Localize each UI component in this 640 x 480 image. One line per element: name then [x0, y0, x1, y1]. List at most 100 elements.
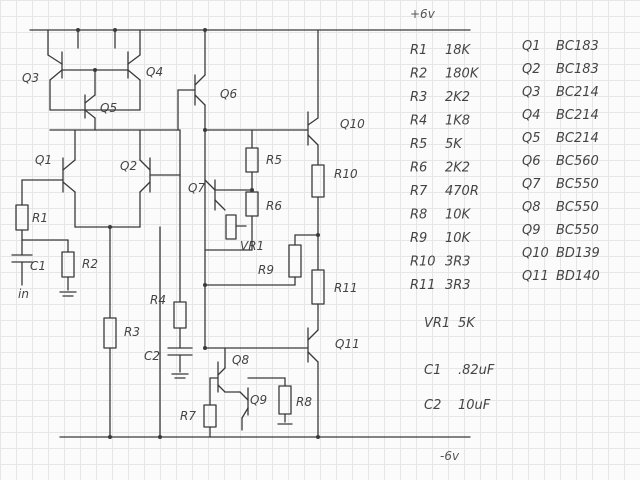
positive-rail-label: +6v — [410, 7, 436, 21]
part-r6-value: 2K2 — [445, 161, 470, 176]
label-r6: R6 — [266, 199, 282, 213]
label-r1: R1 — [32, 211, 48, 225]
part-r5-ref: R5 — [410, 137, 427, 152]
resistor-r11 — [311, 269, 325, 305]
label-q4: Q4 — [146, 65, 163, 79]
part-vr1-value: 5K — [458, 316, 476, 331]
transistor-q10 — [307, 111, 319, 146]
label-input: in — [18, 287, 29, 301]
part-r11-value: 3R3 — [445, 278, 471, 293]
label-r4: R4 — [150, 293, 166, 307]
part-r9-ref: R9 — [410, 231, 427, 246]
resistor-r4 — [173, 301, 187, 329]
resistor-r2 — [61, 251, 75, 278]
negative-rail-label: -6v — [440, 449, 460, 463]
label-c1: C1 — [30, 259, 46, 273]
label-q10: Q10 — [340, 117, 365, 131]
part-c2-ref: C2 — [424, 398, 441, 413]
part-r3-value: 2K2 — [445, 90, 470, 105]
part-q1-ref: Q1 — [522, 39, 541, 54]
label-q1: Q1 — [35, 153, 52, 167]
part-q7-ref: Q7 — [522, 177, 541, 192]
part-q5-ref: Q5 — [522, 131, 541, 146]
part-c1-ref: C1 — [424, 363, 441, 378]
part-q8-value: BC550 — [556, 200, 599, 215]
part-q1-value: BC183 — [556, 39, 599, 54]
part-c1-value: .82uF — [458, 363, 495, 378]
label-q9: Q9 — [250, 393, 267, 407]
part-r9-value: 10K — [445, 231, 472, 246]
part-q5-value: BC214 — [556, 131, 599, 146]
transistor-q2 — [139, 129, 151, 228]
part-r11-ref: R11 — [410, 278, 436, 293]
label-q8: Q8 — [232, 353, 249, 367]
label-r3: R3 — [124, 325, 140, 339]
label-r10: R10 — [334, 167, 358, 181]
part-q7-value: BC550 — [556, 177, 599, 192]
part-r1-value: 18K — [445, 43, 472, 58]
label-r2: R2 — [82, 257, 98, 271]
part-q2-ref: Q2 — [522, 62, 541, 77]
part-r8-value: 10K — [445, 208, 472, 223]
part-q4-value: BC214 — [556, 108, 599, 123]
part-r10-ref: R10 — [410, 255, 436, 270]
part-q10-ref: Q10 — [522, 246, 549, 261]
part-r6-ref: R6 — [410, 161, 427, 176]
transistor-q9 — [239, 387, 249, 419]
label-c2: C2 — [144, 349, 160, 363]
resistor-r1 — [15, 204, 29, 231]
part-q9-ref: Q9 — [522, 223, 541, 238]
label-q11: Q11 — [335, 337, 360, 351]
part-r7-ref: R7 — [410, 184, 428, 199]
part-r2-value: 180K — [445, 67, 480, 82]
label-r9: R9 — [258, 263, 274, 277]
resistor-r8 — [278, 385, 292, 415]
resistor-r9 — [288, 244, 302, 278]
transistor-q1 — [62, 129, 76, 228]
transistor-q5 — [84, 69, 96, 131]
part-q3-value: BC214 — [556, 85, 599, 100]
resistor-r6 — [245, 191, 259, 217]
part-r5-value: 5K — [445, 137, 463, 152]
part-r4-ref: R4 — [410, 114, 427, 129]
part-q2-value: BC183 — [556, 62, 599, 77]
label-r7: R7 — [180, 409, 196, 423]
part-q11-ref: Q11 — [522, 269, 549, 284]
transistor-q11 — [307, 327, 319, 363]
part-q11-value: BD140 — [556, 269, 600, 284]
part-q6-ref: Q6 — [522, 154, 541, 169]
potentiometer-vr1 — [225, 214, 237, 240]
part-q10-value: BD139 — [556, 246, 600, 261]
part-r8-ref: R8 — [410, 208, 427, 223]
label-r11: R11 — [334, 281, 358, 295]
part-r1-ref: R1 — [410, 43, 427, 58]
resistor-r3 — [103, 317, 117, 349]
part-q9-value: BC550 — [556, 223, 599, 238]
part-q8-ref: Q8 — [522, 200, 541, 215]
transistor-q4 — [127, 29, 141, 111]
resistor-r5 — [245, 147, 259, 173]
transistor-q3 — [47, 29, 63, 111]
part-c2-value: 10uF — [458, 398, 491, 413]
resistor-r10 — [311, 164, 325, 198]
transistor-q7 — [204, 179, 226, 211]
label-r8: R8 — [296, 395, 312, 409]
label-q5: Q5 — [100, 101, 117, 115]
part-r10-value: 3R3 — [445, 255, 471, 270]
part-r3-ref: R3 — [410, 90, 427, 105]
part-r2-ref: R2 — [410, 67, 427, 82]
transistor-q6 — [194, 74, 206, 131]
label-q7: Q7 — [188, 181, 205, 195]
part-r4-value: 1K8 — [445, 114, 470, 129]
transistor-q8 — [217, 347, 226, 393]
label-q2: Q2 — [120, 159, 137, 173]
part-q3-ref: Q3 — [522, 85, 541, 100]
label-r5: R5 — [266, 153, 282, 167]
label-q6: Q6 — [220, 87, 237, 101]
resistor-r7 — [203, 404, 217, 428]
label-q3: Q3 — [22, 71, 39, 85]
